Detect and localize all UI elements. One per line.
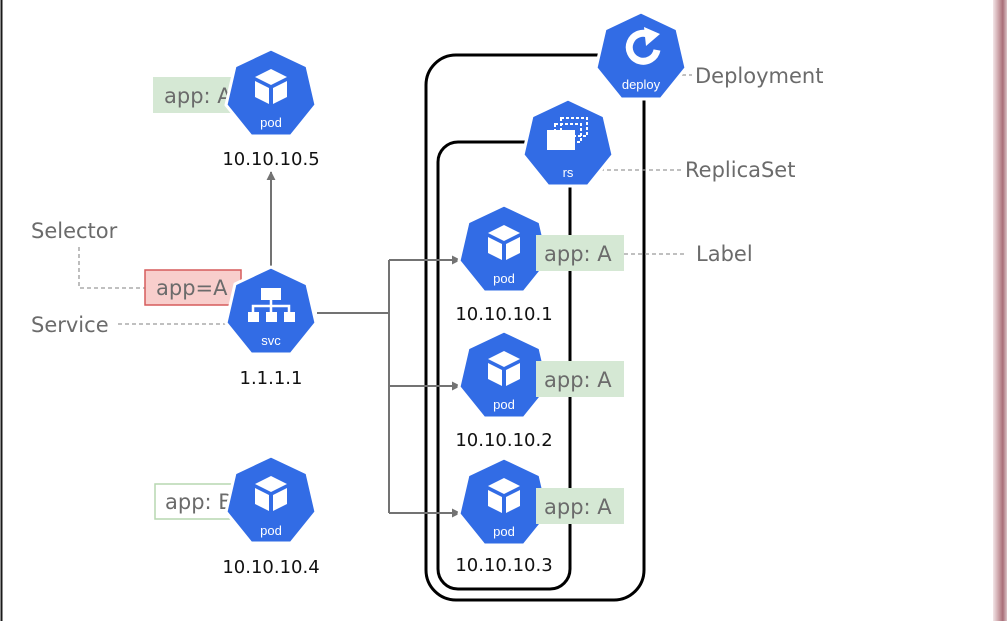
annotation-label: Label <box>696 242 753 266</box>
pod-2-type: pod <box>493 397 515 412</box>
pod-2-tag: app: A <box>544 368 612 392</box>
pod-3-ip: 10.10.10.3 <box>455 555 552 576</box>
deployment-type: deploy <box>622 77 661 92</box>
pod-top-type: pod <box>260 115 282 130</box>
deployment-node: deploy <box>594 10 688 101</box>
replicaset-node: rs <box>521 97 615 188</box>
pod-bottom-ip: 10.10.10.4 <box>222 557 319 578</box>
selector-leader <box>78 247 145 289</box>
pod-3-type: pod <box>493 524 515 539</box>
service-selector-tag: app=A <box>156 276 228 300</box>
annotation-service: Service <box>31 313 109 337</box>
annotation-selector: Selector <box>31 219 118 243</box>
pod-1-tag-box <box>536 235 624 271</box>
pod-bottom-type: pod <box>260 523 282 538</box>
annotation-deployment: Deployment <box>695 64 823 88</box>
service-type: svc <box>261 333 281 348</box>
service-ip: 1.1.1.1 <box>240 368 303 389</box>
pod-top-ip: 10.10.10.5 <box>222 149 319 170</box>
pod-2-node: pod app: A 10.10.10.2 <box>455 329 624 451</box>
replicaset-type: rs <box>563 165 574 180</box>
pod-2-tag-box <box>536 361 624 397</box>
pod-3-tag-box <box>536 488 624 524</box>
pod-top-tag: app: A <box>164 84 232 108</box>
annotations: Selector Service Deployment ReplicaSet L… <box>31 64 823 337</box>
service-routes <box>266 171 461 518</box>
pod-3-node: pod app: A 10.10.10.3 <box>455 456 624 576</box>
annotation-replicaset: ReplicaSet <box>685 158 795 182</box>
pod-1-tag: app: A <box>544 242 612 266</box>
pod-bottom-node: app: B pod 10.10.10.4 <box>154 454 320 578</box>
pod-1-node: pod app: A 10.10.10.1 <box>455 203 624 325</box>
network-hierarchy-icon <box>248 288 295 322</box>
pod-top-node: app: A pod 10.10.10.5 <box>153 47 320 170</box>
service-selector-box <box>144 269 242 306</box>
pod-1-type: pod <box>493 271 515 286</box>
annotation-leaders <box>78 74 692 325</box>
service-node: app=A svc 1.1.1.1 <box>144 265 318 389</box>
background-edge-strip <box>993 0 1007 621</box>
pod-3-tag: app: A <box>544 495 612 519</box>
stacked-windows-icon <box>547 117 588 150</box>
pod-bottom-tag: app: B <box>165 490 233 514</box>
deployment-boundary <box>424 53 646 602</box>
pod-1-ip: 10.10.10.1 <box>455 304 552 325</box>
pod-2-ip: 10.10.10.2 <box>455 430 552 451</box>
circular-arrow-icon <box>625 27 661 65</box>
